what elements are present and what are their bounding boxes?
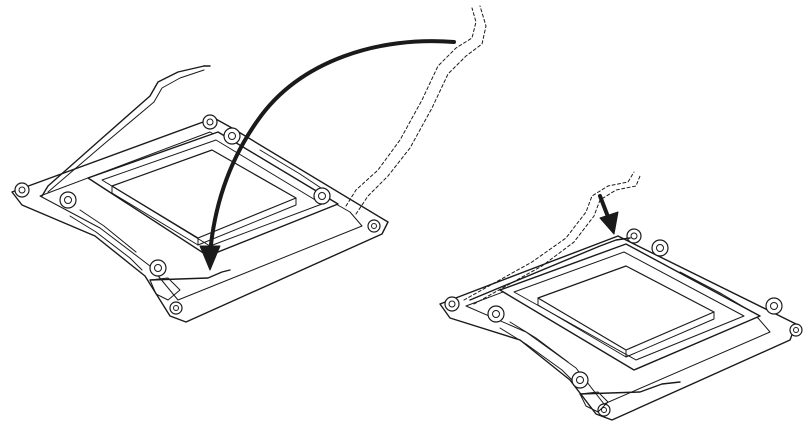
right-screw-bottom-corner bbox=[597, 403, 611, 417]
right-screw-right-corner bbox=[789, 323, 803, 337]
right-socket-panel bbox=[439, 171, 803, 421]
right-load-plate-inner bbox=[513, 251, 745, 361]
right-latch-hook bbox=[579, 391, 609, 413]
right-screw-left bbox=[444, 296, 460, 312]
left-latch-hook bbox=[149, 277, 181, 301]
curved-closing-arrow-head bbox=[199, 245, 221, 271]
left-screw-right-corner bbox=[367, 219, 381, 233]
right-screw-bottom bbox=[571, 371, 589, 389]
right-load-lever-lower bbox=[579, 381, 681, 395]
downward-press-arrow-head bbox=[599, 211, 619, 235]
right-screw-right bbox=[765, 297, 783, 315]
right-right-rail bbox=[679, 271, 753, 313]
right-load-lever bbox=[469, 237, 631, 301]
left-load-lever-open bbox=[41, 65, 205, 197]
left-lever-handle-base bbox=[149, 269, 231, 281]
left-side-rail bbox=[69, 215, 143, 271]
left-screw-bottom bbox=[149, 259, 167, 277]
left-screw-upper-mid bbox=[223, 127, 241, 145]
left-load-plate-ghost-2 bbox=[355, 5, 487, 215]
left-screw-left bbox=[14, 182, 30, 198]
left-side-rail-2 bbox=[79, 209, 137, 253]
left-socket-panel bbox=[11, 5, 487, 323]
right-side-rail-2 bbox=[509, 321, 569, 363]
left-screw-left-mid bbox=[59, 191, 77, 209]
right-screw-left-mid bbox=[487, 305, 505, 323]
left-screw-right bbox=[313, 187, 331, 205]
right-screw-top bbox=[626, 228, 642, 244]
right-screw-upper-mid bbox=[651, 239, 669, 257]
left-screw-bottom-corner bbox=[169, 301, 183, 315]
left-load-plate-ghost bbox=[345, 7, 477, 207]
right-lever-ghost bbox=[463, 171, 635, 301]
left-load-lever-open-inner bbox=[47, 69, 205, 193]
curved-closing-arrow bbox=[208, 39, 456, 256]
right-side-rail bbox=[499, 327, 575, 383]
left-screw-top bbox=[202, 114, 218, 130]
left-right-rail bbox=[259, 149, 331, 195]
right-lever-ghost-2 bbox=[473, 175, 641, 305]
